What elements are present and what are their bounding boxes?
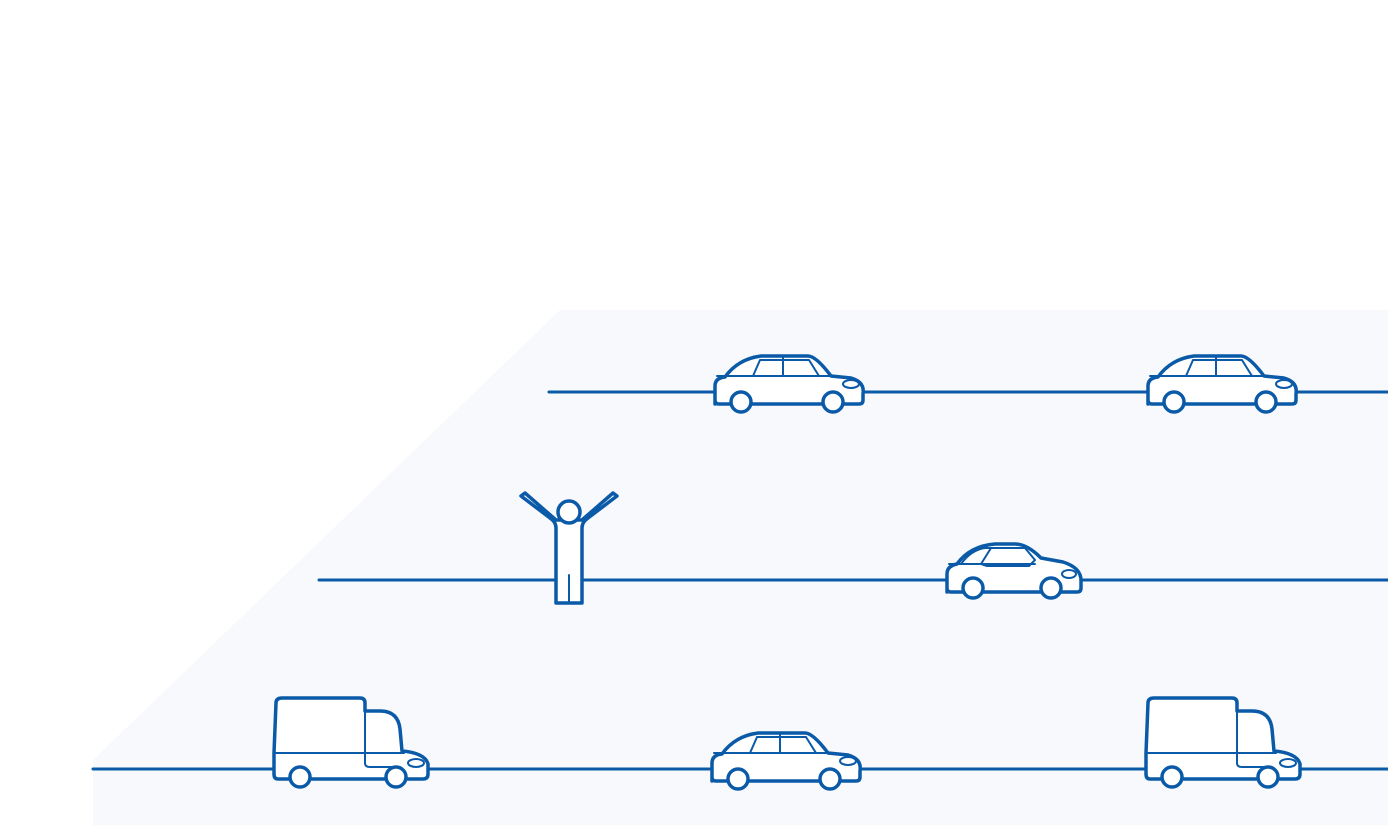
background-tint: [93, 310, 1388, 825]
person-icon: [519, 491, 619, 605]
